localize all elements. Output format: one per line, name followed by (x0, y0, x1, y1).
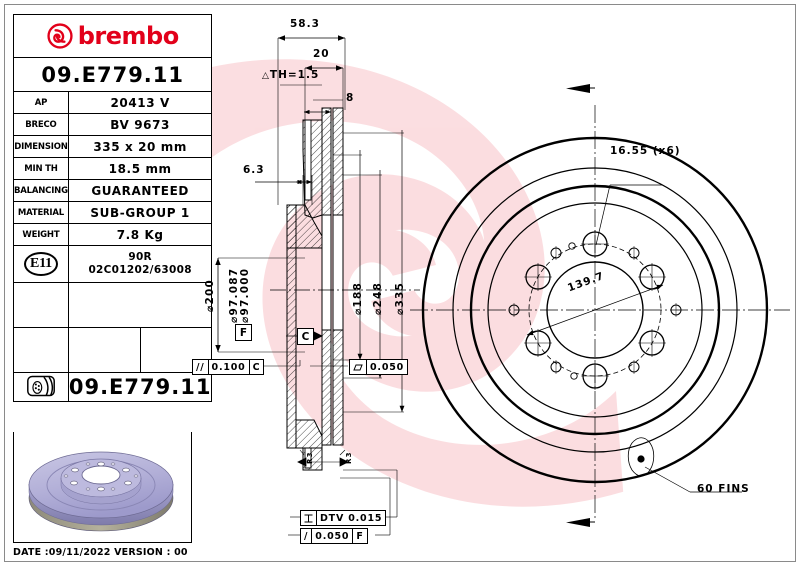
approval-line-1: 90R (128, 250, 152, 263)
delta-symbol-icon: △ (262, 71, 270, 81)
datum-c-box: C (297, 328, 314, 345)
approval-line-2: 02C01202/63008 (88, 264, 192, 276)
dia-188-label: ⌀188 (352, 281, 364, 315)
flatness-symbol-icon (350, 360, 367, 374)
disc-3d-thumbnail (13, 432, 192, 543)
table-row: AP 20413 V (13, 91, 213, 114)
spec-label-ap: AP (13, 91, 69, 114)
diameter-symbol-icon: ⌀ (394, 307, 406, 315)
spec-value-dimension: 335 x 20 mm (67, 135, 213, 158)
brake-disc-3d-render (28, 451, 174, 532)
blank-cell-right-2 (67, 327, 213, 373)
dia-248-label: ⌀248 (372, 281, 384, 315)
dim-vane-offset: 8 (346, 92, 355, 104)
part-code-secondary-cell: 09.E779.11 (67, 372, 213, 402)
diameter-symbol-icon: ⌀ (372, 307, 384, 315)
dia-97000-label: ⌀97.000 (239, 267, 251, 323)
fcf-parallelism: // 0.100 C (192, 359, 265, 375)
dim-hat-width: 20 (313, 48, 330, 60)
spec-label-material: MATERIAL (13, 201, 69, 224)
spec-value-material: SUB-GROUP 1 (67, 201, 213, 224)
brake-disc-icon (26, 375, 55, 396)
radius-left-label: R3 (306, 451, 314, 464)
dim-overall-width: 58.3 (290, 18, 320, 30)
part-code-cell: 09.E779.11 (12, 57, 213, 92)
dia-200-label: ⌀200 (204, 278, 216, 312)
thumbnail-code-row: 09.E779.11 (13, 372, 213, 402)
approval-number-cell: 90R 02C01202/63008 (67, 245, 213, 283)
fcf-parallel-datum: C (252, 361, 261, 373)
e11-approval-mark: E11 (13, 245, 69, 283)
fcf-parallel-value: 0.100 (209, 360, 250, 374)
hole-callout-label: 16.55 (x6) (610, 145, 681, 157)
blank-cell-left-2 (13, 327, 69, 373)
brembo-infinity-icon (47, 23, 73, 49)
part-code: 09.E779.11 (41, 62, 185, 87)
blank-subcell-a (69, 328, 141, 372)
fcf-dtv: DTV 0.015 (300, 510, 387, 526)
spec-label-dimension: DIMENSION (13, 135, 69, 158)
dtv-symbol-icon (301, 511, 317, 525)
blank-row (13, 327, 213, 373)
dim-hub-thickness: 6.3 (243, 164, 265, 176)
spec-value-balancing: GUARANTEED (67, 179, 213, 202)
table-row: WEIGHT 7.8 Kg (13, 223, 213, 246)
parallelism-symbol-icon: // (193, 360, 209, 374)
approval-row: E11 90R 02C01202/63008 (13, 245, 213, 283)
fins-callout-label: 60 FINS (697, 483, 750, 495)
spec-label-weight: WEIGHT (13, 223, 69, 246)
table-row: MIN TH 18.5 mm (13, 157, 213, 180)
diameter-symbol-icon: ⌀ (239, 315, 251, 323)
table-row: DIMENSION 335 x 20 mm (13, 135, 213, 158)
spec-label-balancing: BALANCING (13, 179, 69, 202)
brembo-logo-cell: brembo (12, 14, 213, 58)
diameter-symbol-icon: ⌀ (352, 307, 364, 315)
table-row: MATERIAL SUB-GROUP 1 (13, 201, 213, 224)
fcf-dtv-value: DTV 0.015 (320, 512, 383, 524)
spec-value-ap: 20413 V (67, 91, 213, 114)
spec-value-min-th: 18.5 mm (67, 157, 213, 180)
blank-cell-right (67, 282, 213, 328)
blank-cell-left (13, 282, 69, 328)
datum-f-box: F (235, 324, 252, 341)
brembo-wordmark: brembo (77, 22, 179, 50)
blank-row (13, 282, 213, 328)
date-version-footer: DATE :09/11/2022 VERSION : 00 (13, 547, 188, 558)
fcf-runout-datum: F (356, 530, 364, 542)
part-code-secondary: 09.E779.11 (68, 375, 212, 399)
e11-badge: E11 (23, 252, 58, 276)
fcf-runout-value: 0.050 (312, 529, 354, 543)
fcf-runout: / 0.050 F (300, 528, 368, 544)
fcf-flatness: 0.050 (349, 359, 409, 375)
table-row: BRECO BV 9673 (13, 113, 213, 136)
radius-right-label: R3 (345, 451, 353, 464)
spec-table: brembo 09.E779.11 AP 20413 V BRECO BV 96… (12, 14, 213, 402)
table-row: BALANCING GUARANTEED (13, 179, 213, 202)
fcf-flatness-value: 0.050 (370, 361, 405, 373)
spec-value-breco: BV 9673 (67, 113, 213, 136)
disc-icon-cell (13, 372, 69, 402)
spec-label-breco: BRECO (13, 113, 69, 136)
dim-th-tolerance: △TH=1.5 (262, 69, 320, 81)
runout-symbol-icon: / (301, 529, 313, 543)
spec-label-min-th: MIN TH (13, 157, 69, 180)
diameter-symbol-icon: ⌀ (204, 304, 216, 312)
dia-335-label: ⌀335 (394, 281, 406, 315)
spec-value-weight: 7.8 Kg (67, 223, 213, 246)
